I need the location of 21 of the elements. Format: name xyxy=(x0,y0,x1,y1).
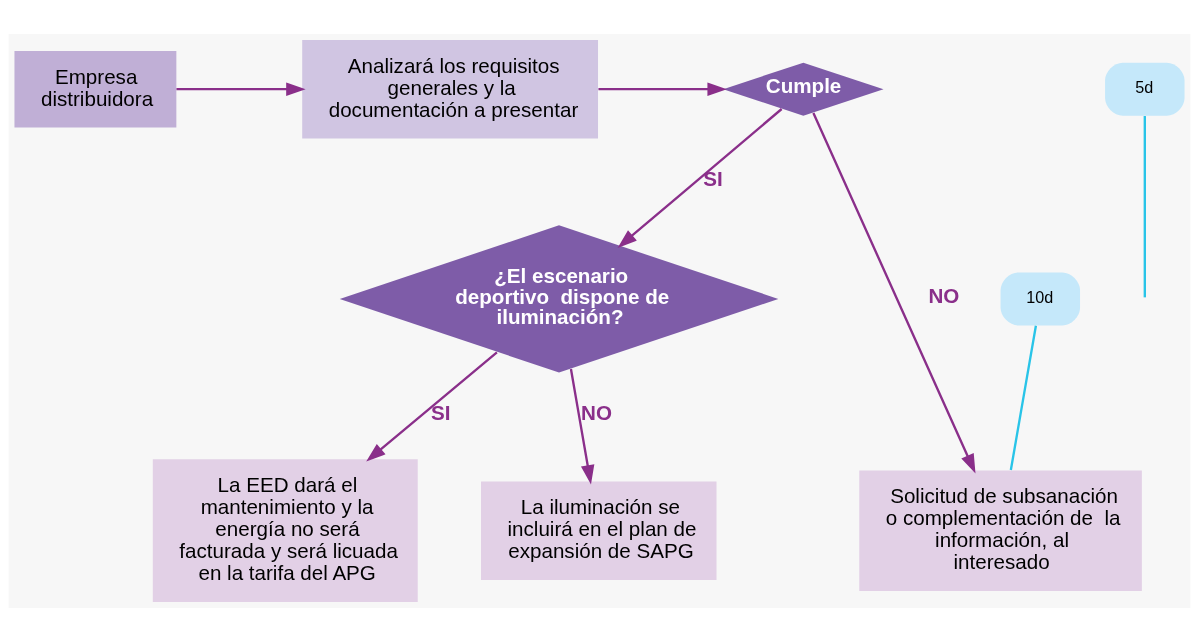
connector xyxy=(1009,325,1038,471)
arrow xyxy=(176,82,306,96)
edge-label: SI xyxy=(703,166,723,190)
node-box: La EED dará el mantenimiento y la energía no será facturada y será licuada en la tarifa del APG xyxy=(152,459,418,603)
node-box: Solicitud de subsanación o complementación de la información, al interesado xyxy=(859,470,1142,592)
arrow xyxy=(812,112,976,474)
node-box: Analizará los requisitos generales y la documentación a presentar xyxy=(302,39,599,139)
edge-label: NO xyxy=(581,400,612,424)
arrow xyxy=(617,108,783,248)
edge-label: SI xyxy=(430,400,451,424)
node-box: 10d xyxy=(1000,272,1081,326)
arrow xyxy=(366,351,498,462)
arrow xyxy=(598,82,727,96)
node-box: Empresa distribuidora xyxy=(14,50,177,128)
node-box: 5d xyxy=(1105,62,1185,116)
node-diamond: ¿El escenario deportivo dispone de iluminación? xyxy=(339,225,779,373)
arrow xyxy=(569,368,595,485)
node-diamond: Cumple xyxy=(723,62,884,116)
connector xyxy=(1143,116,1146,298)
node-box: La iluminación se incluirá en el plan de expansión de SAPG xyxy=(481,481,717,581)
edge-label: NO xyxy=(928,283,960,307)
